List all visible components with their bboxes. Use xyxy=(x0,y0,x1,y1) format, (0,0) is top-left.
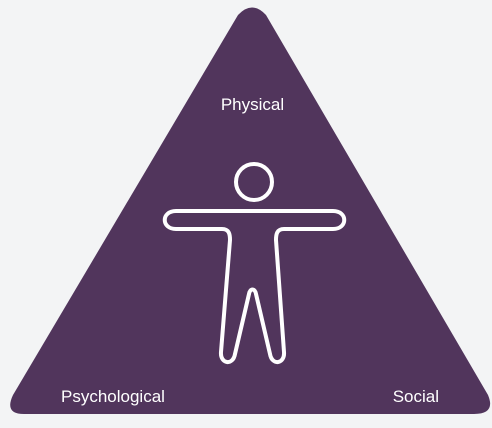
figure-head xyxy=(234,162,274,202)
figure-body xyxy=(162,209,347,364)
physical-label: Physical xyxy=(220,95,285,114)
human-figure-icon xyxy=(162,162,347,364)
psychological-label: Psychological xyxy=(61,387,165,406)
social-label: Social xyxy=(392,387,439,406)
